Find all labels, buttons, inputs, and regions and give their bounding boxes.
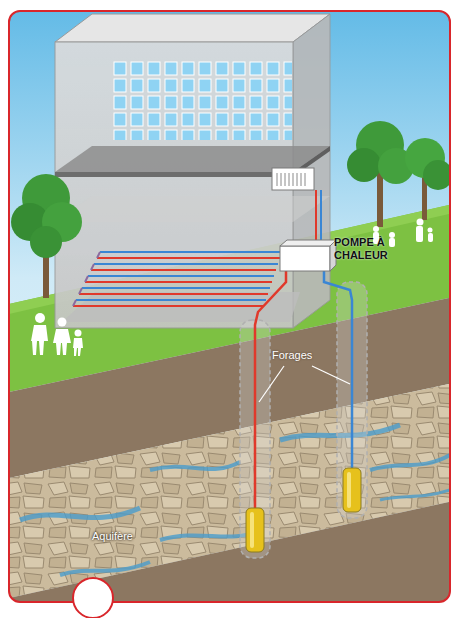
component-label: POMPE À CHALEUR (334, 236, 410, 261)
borehole-label: Forages (272, 349, 312, 362)
aquifer-label: Aquifère (92, 530, 133, 543)
